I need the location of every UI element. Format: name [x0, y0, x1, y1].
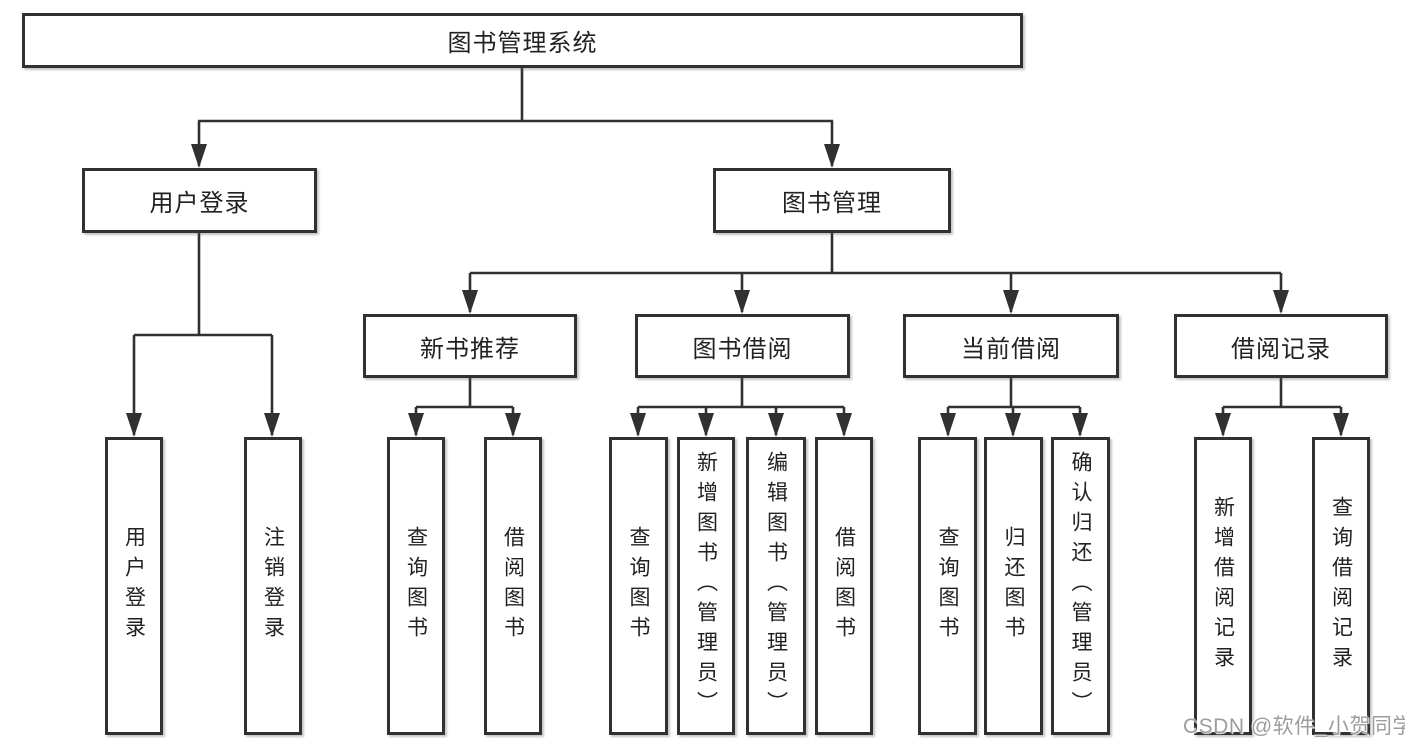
node-label: 注销登录 [261, 526, 285, 646]
node-label: 图书管理系统 [447, 30, 598, 57]
node-label: 归还图书 [1002, 526, 1025, 646]
node-label: 借阅图书 [832, 526, 856, 646]
node-book-management: 图书管理 [713, 168, 951, 233]
node-label: 借阅记录 [1231, 335, 1331, 363]
node-label: 确认归还（管理员） [1069, 451, 1092, 721]
node-label: 查询图书 [936, 526, 959, 646]
node-label: 用户登录 [122, 526, 146, 646]
node-label: 新增图书（管理员） [694, 451, 718, 721]
leaf-confirm-return-admin: 确认归还（管理员） [1051, 437, 1110, 735]
node-label: 查询图书 [404, 526, 428, 646]
leaf-query-borrow-record: 查询借阅记录 [1312, 437, 1370, 735]
leaf-logout-login: 注销登录 [244, 437, 302, 735]
node-new-book-recommend: 新书推荐 [363, 314, 577, 378]
node-label: 查询借阅记录 [1329, 496, 1353, 676]
leaf-return-book: 归还图书 [984, 437, 1043, 735]
node-label: 图书管理 [782, 190, 882, 217]
node-library-management-system: 图书管理系统 [22, 13, 1023, 68]
node-borrow-record: 借阅记录 [1174, 314, 1388, 378]
node-label: 用户登录 [149, 190, 250, 217]
node-label: 新增借阅记录 [1211, 496, 1235, 676]
node-book-borrow: 图书借阅 [635, 314, 850, 378]
leaf-borrow-book-recommend: 借阅图书 [484, 437, 542, 735]
leaf-query-book-borrow: 查询图书 [609, 437, 668, 735]
node-label: 图书借阅 [692, 335, 793, 363]
node-user-login: 用户登录 [82, 168, 317, 233]
leaf-add-book-admin: 新增图书（管理员） [677, 437, 735, 735]
leaf-user-login: 用户登录 [105, 437, 163, 735]
node-label: 编辑图书（管理员） [764, 451, 788, 721]
leaf-query-book-recommend: 查询图书 [387, 437, 445, 735]
node-label: 新书推荐 [420, 335, 520, 363]
leaf-borrow-book: 借阅图书 [815, 437, 873, 735]
leaf-query-book-current: 查询图书 [918, 437, 977, 735]
leaf-add-borrow-record: 新增借阅记录 [1194, 437, 1252, 735]
watermark: CSDN @软件_小贺同学 [1183, 715, 1405, 738]
node-label: 查询图书 [627, 526, 650, 646]
node-current-borrow: 当前借阅 [903, 314, 1119, 378]
leaf-edit-book-admin: 编辑图书（管理员） [746, 437, 806, 735]
node-label: 当前借阅 [961, 335, 1061, 363]
node-label: 借阅图书 [501, 526, 525, 646]
